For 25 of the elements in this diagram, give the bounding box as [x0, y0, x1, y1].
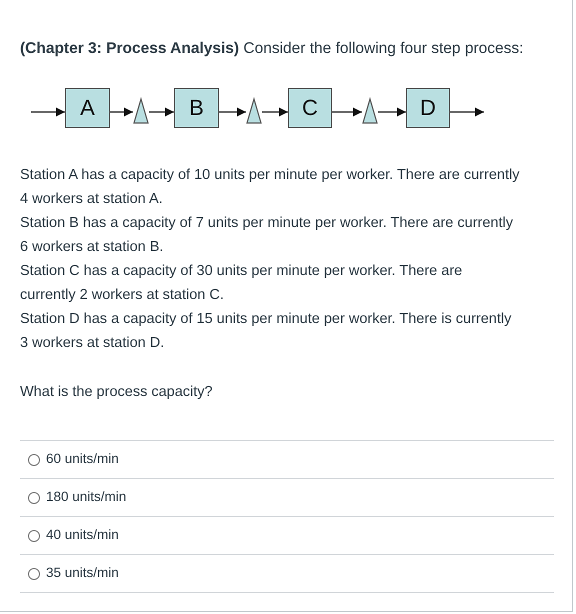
arrow [332, 107, 362, 117]
inventory-triangle [133, 98, 149, 124]
answer-option: 40 units/min [46, 527, 119, 542]
arrow [262, 107, 288, 117]
arrow [31, 107, 65, 117]
process-box: C [288, 88, 332, 128]
question-heading: (Chapter 3: Process Analysis) Consider the following four step process: [20, 40, 524, 58]
process-box: D [406, 88, 450, 128]
paragraph: Station D has a capacity of 15 units per minute per worker. There is currently 3 workers at station D. [20, 310, 512, 353]
paragraph: Station A has a capacity of 10 units per minute per worker. There are currently 4 workers at station A. [20, 166, 520, 209]
arrow [219, 107, 246, 117]
paragraph: Station B has a capacity of 7 units per minute per worker. There are currently 6 workers at station B. [20, 214, 514, 257]
arrow [149, 107, 174, 117]
answer-option: 35 units/min [46, 565, 119, 580]
inventory-triangle [246, 98, 262, 124]
arrow [378, 107, 406, 117]
process-box: B [174, 88, 219, 128]
answer-option: 180 units/min [46, 489, 126, 504]
answer-option: 60 units/min [46, 451, 119, 466]
arrow [110, 107, 133, 117]
paragraph: Station C has a capacity of 30 units per minute per worker. There are currently 2 workers at station C. [20, 262, 464, 305]
inventory-triangle [362, 98, 378, 124]
process-box: A [65, 88, 110, 128]
question-text: What is the process capacity? [20, 383, 214, 402]
arrow [450, 107, 484, 117]
